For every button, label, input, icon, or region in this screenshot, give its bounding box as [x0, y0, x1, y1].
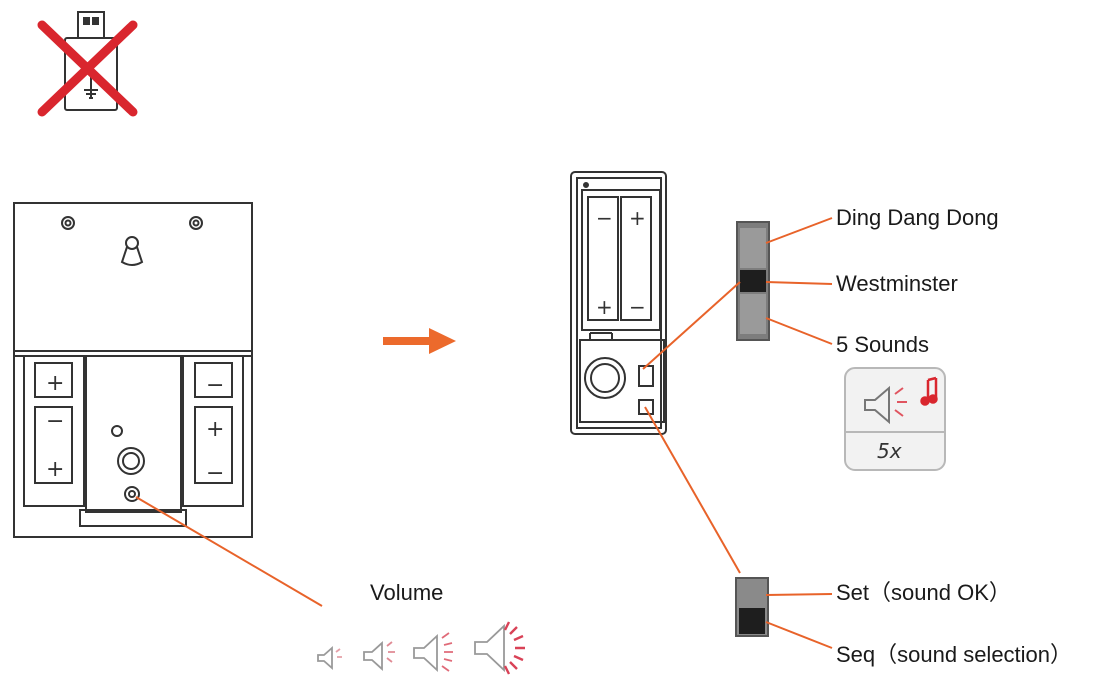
label-westminster: Westminster — [836, 271, 958, 296]
speaker-level-2-icon — [363, 640, 395, 672]
music-note-icon — [920, 376, 938, 406]
battery-plus-left-bottom: + — [46, 457, 64, 482]
badge-5x-text: 5x — [877, 439, 902, 463]
battery-minus-right-bottom: − — [206, 461, 224, 486]
five-sounds-badge — [844, 367, 946, 471]
set-seq-switch — [735, 577, 769, 637]
battery-plus-r1: + — [596, 295, 613, 319]
battery-minus-right-top: − — [206, 373, 224, 398]
speaker-level-1-icon — [317, 646, 342, 670]
leader-lines — [135, 217, 833, 649]
speaker-level-4-icon — [474, 621, 525, 675]
battery-minus-r1: − — [596, 206, 613, 230]
battery-minus-r2: − — [629, 295, 646, 319]
speaker-level-3-icon — [413, 632, 453, 673]
label-seq: Seq（sound selection） — [836, 642, 1073, 667]
melody-switch — [736, 221, 770, 341]
device-back-open — [13, 202, 253, 538]
battery-minus-left-mid: − — [46, 409, 64, 434]
label-five-sounds: 5 Sounds — [836, 332, 929, 357]
usb-stick-icon — [64, 11, 118, 111]
battery-plus-r2: + — [629, 206, 646, 230]
label-set: Set（sound OK） — [836, 580, 1011, 605]
label-ding-dang-dong: Ding Dang Dong — [836, 205, 999, 230]
device-receiver — [570, 171, 667, 435]
speaker-icon — [864, 385, 907, 425]
battery-plus-left-top: + — [46, 371, 64, 396]
right-arrow-icon — [383, 328, 456, 354]
no-cross-icon — [37, 20, 138, 117]
label-volume: Volume — [370, 580, 444, 605]
volume-levels-icon — [317, 621, 525, 675]
battery-plus-right-mid: + — [206, 417, 224, 442]
